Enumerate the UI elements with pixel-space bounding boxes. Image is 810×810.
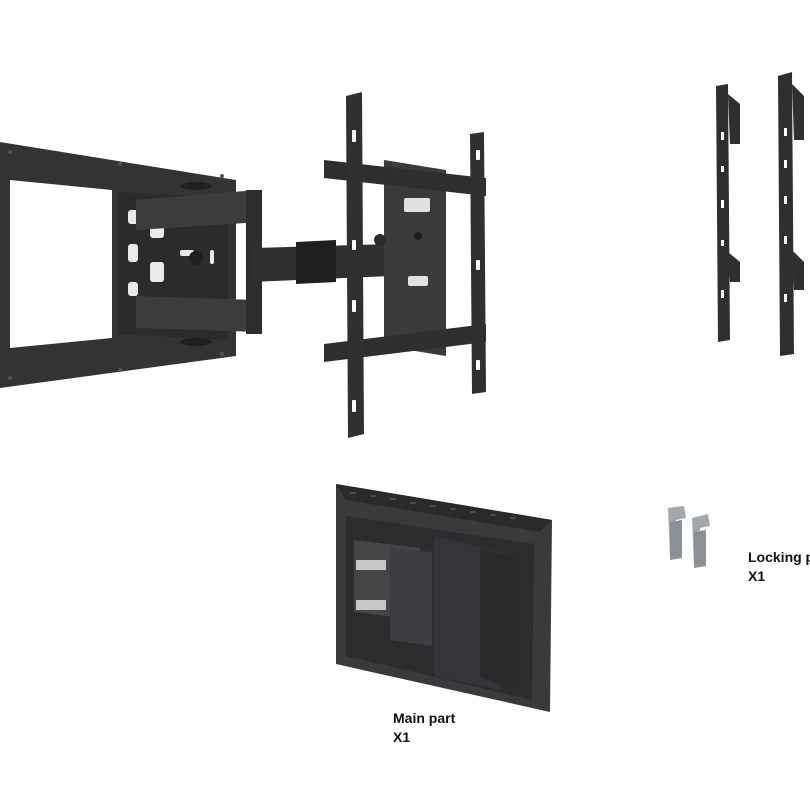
- locking-clip-icon: [668, 506, 710, 568]
- vertical-rail-icon: [716, 84, 740, 342]
- main-part-box-icon: [336, 484, 552, 712]
- locking-part-name: Locking p: [748, 549, 810, 565]
- main-part-qty: X1: [393, 729, 411, 745]
- wall-mount-assembly-icon: [0, 92, 486, 438]
- locking-part-qty: X1: [748, 568, 766, 584]
- main-part-name: Main part: [393, 710, 456, 726]
- main-part-caption: Main part X1: [393, 709, 455, 747]
- locking-part-caption: Locking p X1: [748, 548, 810, 586]
- vertical-rail-icon: [778, 72, 804, 356]
